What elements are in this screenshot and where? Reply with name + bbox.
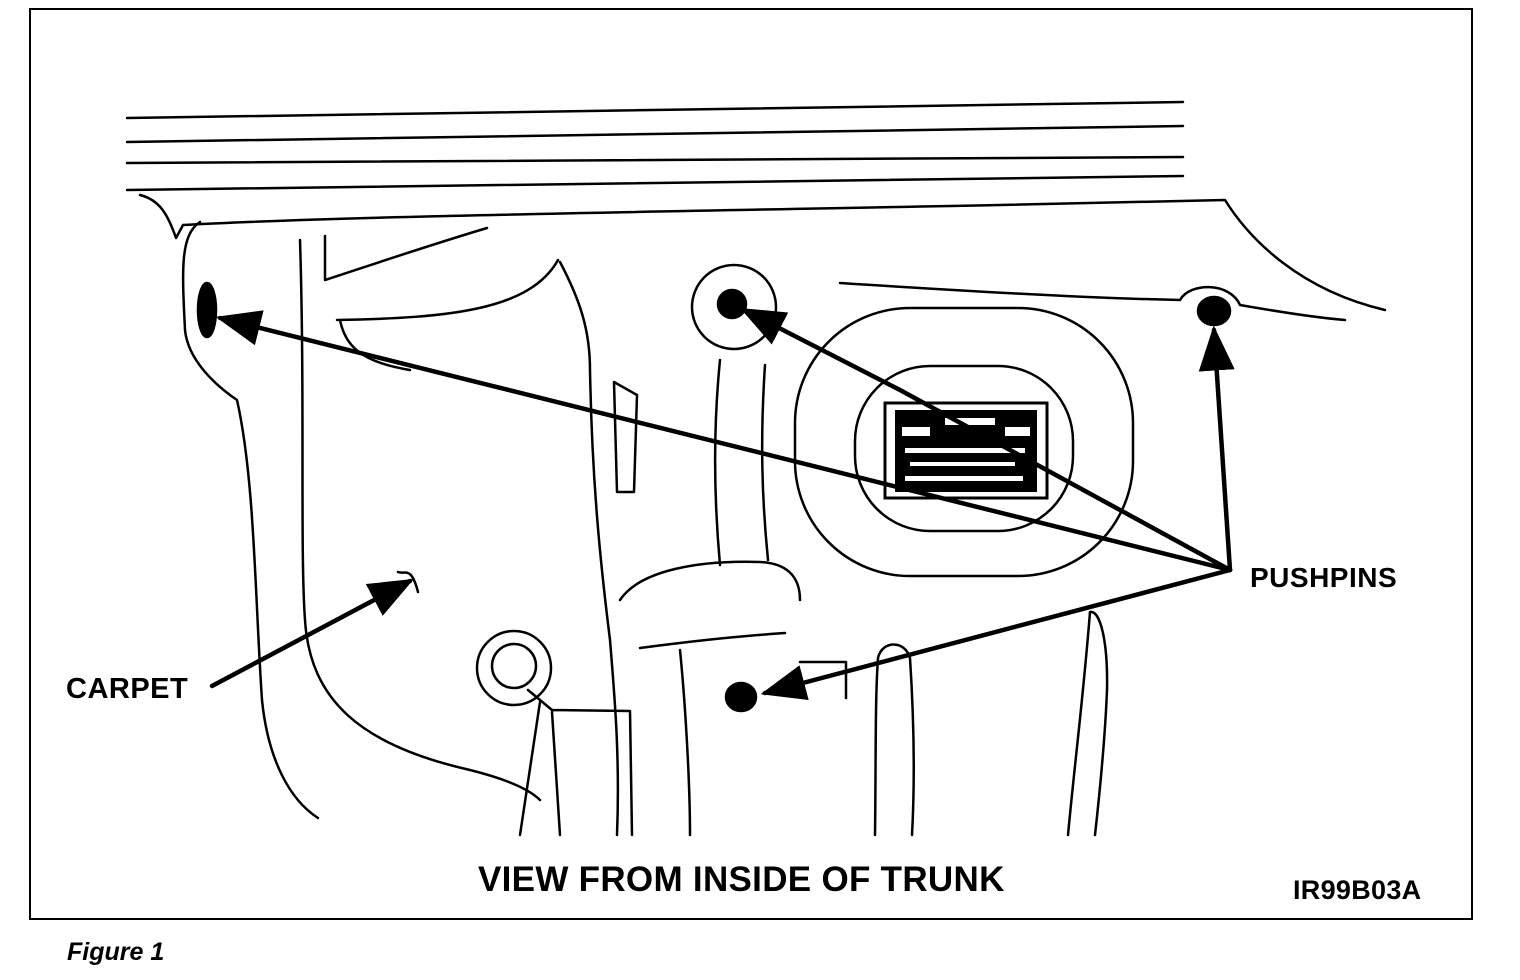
label-recess-inner [853, 364, 1075, 533]
pushpin-upper-mid [716, 288, 748, 320]
label-illustration-code: IR99B03A [1293, 875, 1422, 905]
right-strut [1066, 610, 1109, 837]
carpet-pointer-end [396, 570, 420, 594]
label-recess-outer [793, 306, 1135, 578]
pushpin-lower [724, 681, 758, 713]
small-bracket [798, 660, 848, 700]
panel-left-edge [181, 220, 320, 820]
carpet-arrow [209, 578, 414, 689]
trim-line [125, 155, 1185, 165]
pushpin-boss-ring [690, 263, 778, 351]
trim-line [125, 124, 1185, 144]
center-contour [558, 260, 620, 837]
inner-contour [618, 560, 802, 602]
label-carpet: CARPET [66, 673, 189, 705]
round-opening-inner [490, 642, 538, 690]
lower-contour [638, 631, 787, 650]
pushpin-left [196, 281, 218, 339]
vertical-contour [760, 363, 770, 562]
line-art [125, 100, 1387, 837]
pushpin-right [1196, 295, 1232, 327]
pushpin-arrow-lower [760, 567, 1233, 701]
pointer-arrows [209, 307, 1235, 701]
figure-frame [29, 8, 1473, 920]
round-opening-tab [518, 688, 634, 837]
vin-label-plate [883, 401, 1049, 500]
right-rail [838, 281, 1347, 322]
vertical-contour [713, 358, 722, 567]
label-view-title: VIEW FROM INSIDE OF TRUNK [478, 860, 1005, 899]
panel-top-contour [138, 193, 1387, 312]
label-pushpins: PUSHPINS [1250, 562, 1398, 593]
pushpin-arrow-left [215, 310, 1233, 573]
carpet-contour [298, 238, 542, 802]
pushpin-arrow-upper-mid [739, 307, 1233, 573]
trim-line [125, 100, 1185, 120]
panel-slot [612, 380, 639, 494]
lower-contour-2 [678, 648, 692, 837]
pushpin-arrow-right [1198, 325, 1235, 573]
round-opening-outer [475, 629, 553, 707]
trim-line [125, 174, 1185, 192]
upper-panel-contour [323, 226, 489, 282]
figure-caption: Figure 1 [67, 938, 165, 966]
vertical-post [873, 643, 915, 837]
